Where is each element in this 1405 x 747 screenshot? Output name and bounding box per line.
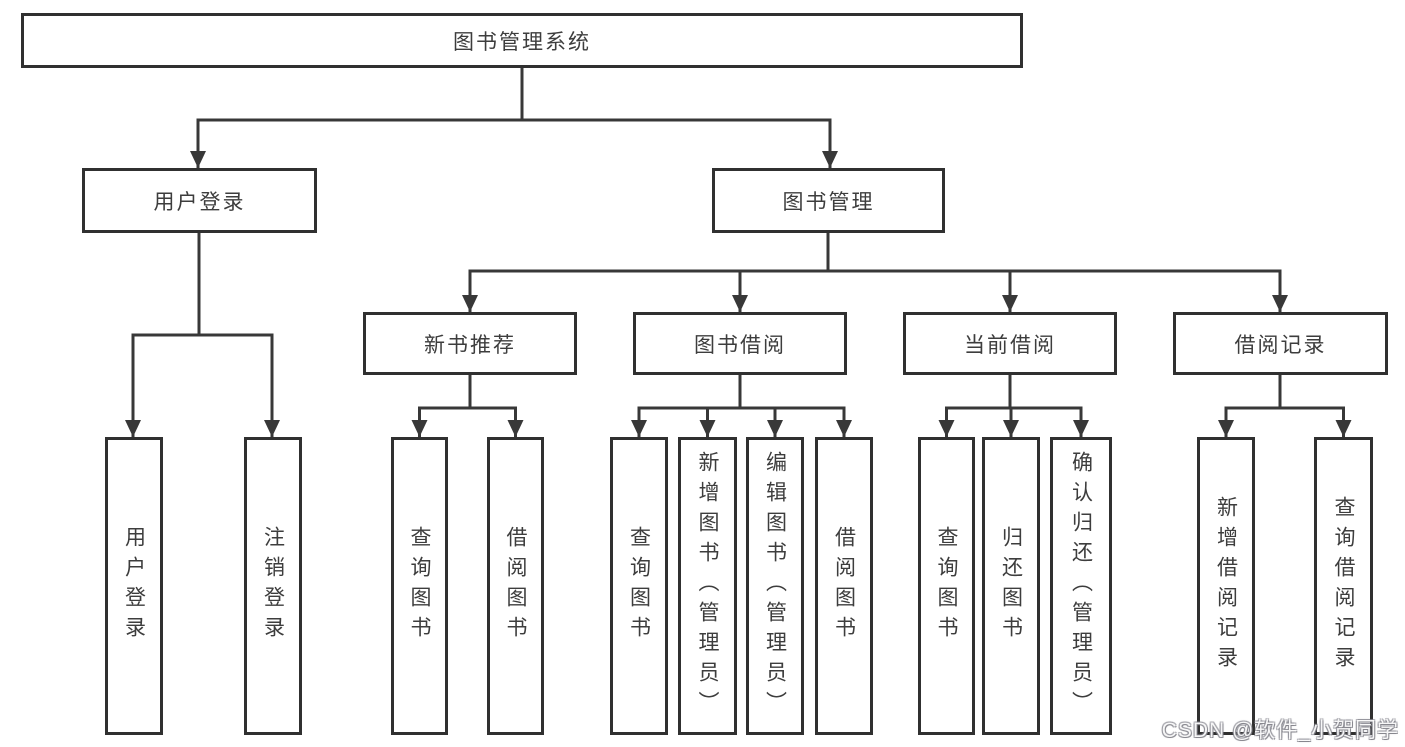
node-user-login-branch: 用户登录 (82, 168, 317, 233)
node-book-management-branch: 图书管理 (712, 168, 945, 233)
leaf-borrow-books-recommend: 借阅图书 (487, 437, 544, 735)
node-book-borrowing: 图书借阅 (633, 312, 847, 375)
node-borrowing-records: 借阅记录 (1173, 312, 1388, 375)
leaf-borrow-books: 借阅图书 (815, 437, 873, 735)
leaf-add-books-admin: 新增图书（管理员） (678, 437, 737, 735)
node-root-system: 图书管理系统 (21, 13, 1023, 68)
leaf-query-books-borrow: 查询图书 (610, 437, 668, 735)
leaf-edit-books-admin: 编辑图书（管理员） (746, 437, 804, 735)
node-new-book-recommend: 新书推荐 (363, 312, 577, 375)
leaf-return-books: 归还图书 (982, 437, 1040, 735)
leaf-query-borrow-record: 查询借阅记录 (1314, 437, 1373, 735)
leaf-query-books-recommend: 查询图书 (391, 437, 448, 735)
watermark: CSDN @软件_小贺同学 (1161, 719, 1399, 742)
leaf-query-books-current: 查询图书 (918, 437, 975, 735)
node-current-borrowing: 当前借阅 (903, 312, 1117, 375)
leaf-add-borrow-record: 新增借阅记录 (1197, 437, 1255, 735)
leaf-user-login: 用户登录 (105, 437, 163, 735)
leaf-logout: 注销登录 (244, 437, 302, 735)
leaf-confirm-return-admin: 确认归还（管理员） (1050, 437, 1112, 735)
